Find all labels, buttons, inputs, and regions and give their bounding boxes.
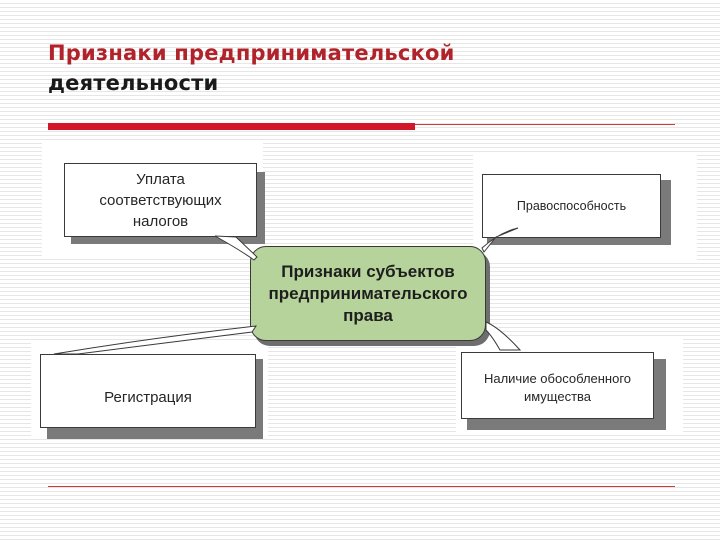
slide-title: Признаки предпринимательской деятельност… — [48, 38, 455, 98]
title-line-1: Признаки предпринимательской — [48, 41, 455, 65]
callout-bottom-right: Наличие обособленного имущества — [461, 352, 654, 419]
footer-divider — [48, 486, 675, 487]
connector-top-right — [481, 227, 519, 253]
callout-top-left: Уплата соответствующих налогов — [64, 163, 257, 237]
connector-bottom-right — [485, 321, 522, 351]
connector-top-left — [214, 235, 258, 261]
connector-bottom-left — [53, 325, 258, 355]
title-divider-accent — [48, 123, 415, 130]
callout-top-right: Правоспособность — [482, 174, 661, 238]
title-line-2: деятельности — [48, 71, 219, 95]
center-box: Признаки субъектов предпринимательского … — [250, 246, 486, 341]
callout-bottom-left: Регистрация — [40, 354, 256, 428]
